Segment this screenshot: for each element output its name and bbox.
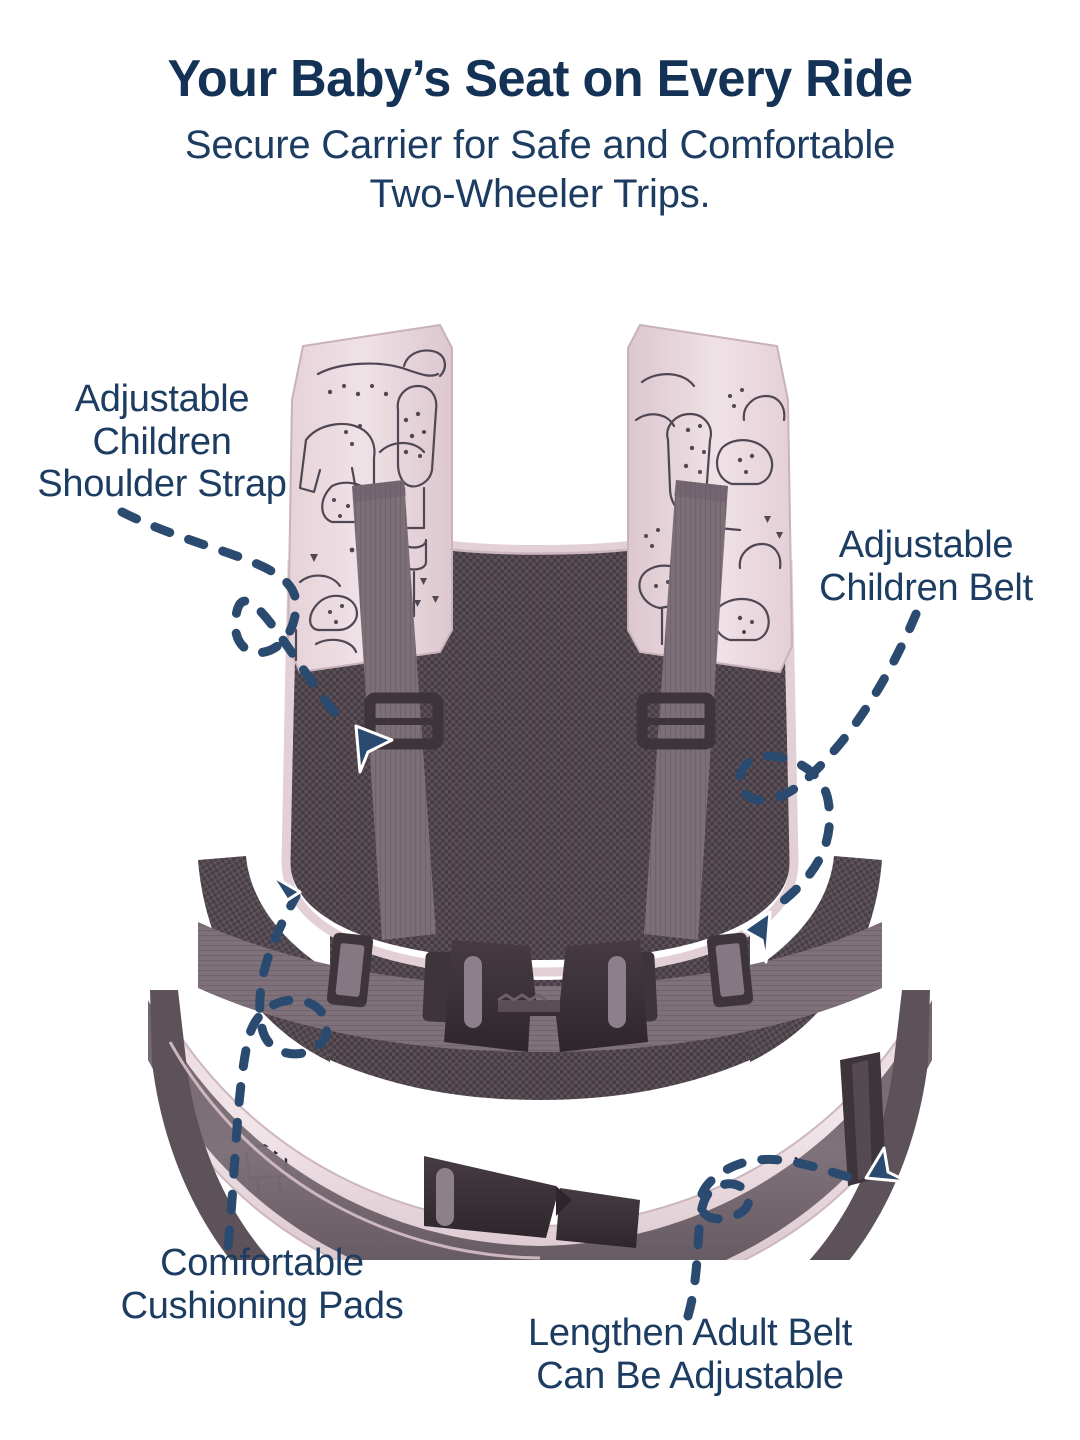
callout-children-belt-line-2: Children Belt: [819, 566, 1033, 609]
header: Your Baby’s Seat on Every Ride Secure Ca…: [0, 50, 1080, 219]
adult-belt-buckle: [424, 1156, 640, 1248]
strap-adjuster-left: [364, 692, 444, 750]
subtitle-line-2: Two-Wheeler Trips.: [369, 171, 711, 216]
callout-shoulder-line-3: Shoulder Strap: [37, 463, 287, 506]
product-illustration: [0, 300, 1080, 1260]
callout-label-lengthen-adult-belt: Lengthen Adult Belt Can Be Adjustable: [480, 1312, 900, 1397]
callout-shoulder-line-2: Children: [92, 420, 232, 463]
callout-pads-line-2: Cushioning Pads: [120, 1284, 404, 1327]
callout-label-adjustable-children-shoulder-strap: Adjustable Children Shoulder Strap: [16, 378, 308, 506]
callout-label-adjustable-children-belt: Adjustable Children Belt: [786, 524, 1066, 609]
adult-belt-adjuster: [840, 1052, 886, 1186]
subtitle-line-1: Secure Carrier for Safe and Comfortable: [184, 123, 896, 168]
page-title: Your Baby’s Seat on Every Ride: [167, 50, 913, 108]
page-subtitle: Secure Carrier for Safe and Comfortable …: [0, 121, 1080, 219]
callout-label-comfortable-cushioning-pads: Comfortable Cushioning Pads: [72, 1242, 452, 1327]
callout-shoulder-line-1: Adjustable: [74, 378, 250, 420]
children-shoulder-webbing-right: [644, 480, 728, 940]
callout-children-belt-line-1: Adjustable: [838, 524, 1014, 566]
callout-adult-belt-line-2: Can Be Adjustable: [536, 1354, 844, 1397]
strap-adjuster-right: [636, 692, 716, 750]
callout-adult-belt-line-1: Lengthen Adult Belt: [528, 1312, 852, 1354]
children-belt-buckle: [444, 940, 648, 1052]
callout-pads-line-1: Comfortable: [160, 1242, 364, 1284]
children-shoulder-webbing-left: [352, 480, 436, 940]
